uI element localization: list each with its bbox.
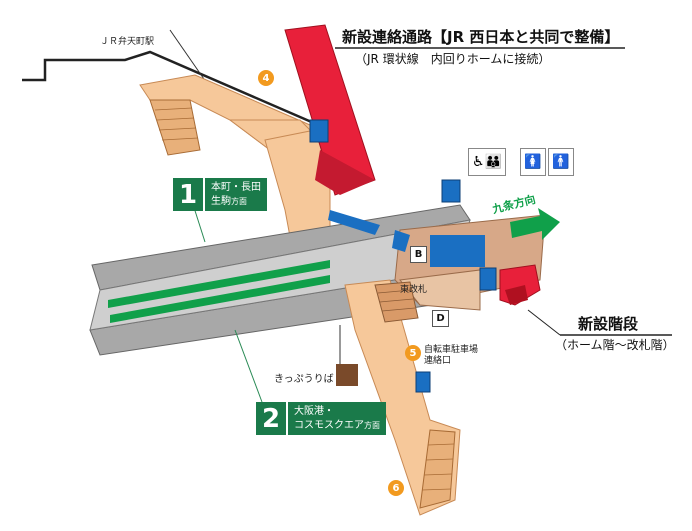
track-green-2 xyxy=(110,275,330,323)
ticket-office xyxy=(336,364,358,386)
womens-toilet-icon: 🚺 xyxy=(520,148,546,176)
new-stairs-steps xyxy=(505,285,528,305)
ticket-office-label: きっぷうりば xyxy=(274,374,334,385)
bike-parking-label: 自転車駐車場 連絡口 xyxy=(424,345,479,366)
blue-area xyxy=(430,235,485,267)
station-name: ＪＲ弁天町駅 xyxy=(100,37,155,47)
platform-2-box: 2 大阪港・ コスモスクエア方面 xyxy=(256,402,386,435)
lower-stairs xyxy=(419,429,456,509)
platform-1-number: 1 xyxy=(173,178,205,211)
elevators xyxy=(309,119,497,393)
new-passage-title: 新設連絡通路【JR 西日本と共同で整備】 xyxy=(342,28,620,46)
escalators xyxy=(328,210,410,252)
new-stairs-pointer xyxy=(527,309,561,336)
exit-6-marker: 6 xyxy=(388,480,404,496)
mens-toilet-icon: 🚹 xyxy=(548,148,574,176)
exit-5-marker: 5 xyxy=(405,345,421,361)
platform-2-suffix: 方面 xyxy=(364,420,380,430)
platform-1-suffix: 方面 xyxy=(231,196,247,206)
new-stairs-title: 新設階段 xyxy=(578,315,639,333)
gate-d-marker: D xyxy=(432,310,449,327)
platform-2-dest-line1: 大阪港・ xyxy=(294,406,334,417)
track-green-1 xyxy=(108,260,330,308)
platform-2-number: 2 xyxy=(256,402,288,435)
exit-4-marker: 4 xyxy=(258,70,274,86)
new-passage-subtitle: （JR 環状線 内回りホームに接続） xyxy=(355,52,551,66)
platform-1-box: 1 本町・長田 生駒方面 xyxy=(173,178,267,211)
gate-b-marker: B xyxy=(410,246,427,263)
wheelchair-icon: ♿👪 xyxy=(468,148,506,176)
new-passage-bottom xyxy=(315,150,375,195)
platform-2-destination: 大阪港・ コスモスクエア方面 xyxy=(288,402,386,435)
direction-arrow xyxy=(510,208,560,240)
platform-1-dest-line1: 本町・長田 xyxy=(211,182,261,193)
platform-2-dest-line2: コスモスクエア xyxy=(294,419,364,431)
platform2-pointer xyxy=(234,329,263,403)
platform-1-destination: 本町・長田 生駒方面 xyxy=(205,178,267,211)
ticket-gate-label: 東改札 xyxy=(400,285,428,295)
upper-stairs xyxy=(149,99,201,156)
facility-legend: ♿👪 🚺 🚹 xyxy=(468,148,574,176)
platform-1-dest-line2: 生駒 xyxy=(211,195,231,207)
new-stairs-subtitle: （ホーム階～改札階） xyxy=(555,338,675,352)
